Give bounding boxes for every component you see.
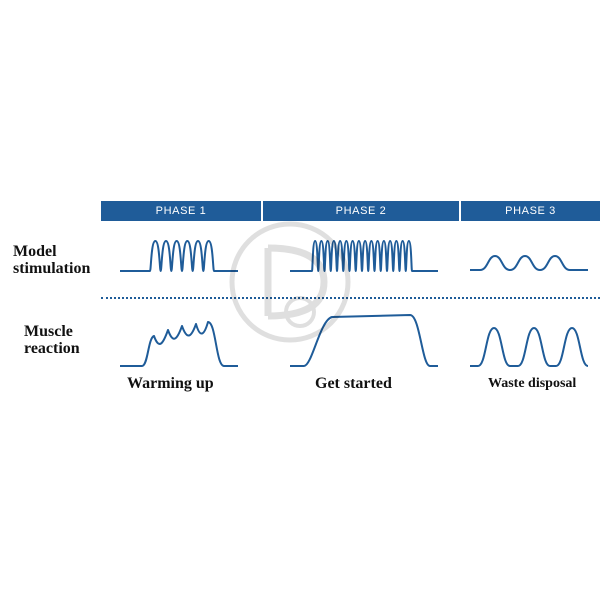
phase-1-reaction-path	[120, 321, 238, 367]
phase-3-header: PHASE 3	[461, 201, 600, 221]
phase-2-stimulation-wave	[290, 240, 438, 272]
phase-3-reaction-path	[470, 327, 589, 367]
muscle-reaction-label-line1: Muscle	[24, 323, 73, 340]
model-stimulation-label: Model stimulation	[13, 243, 90, 277]
phase-1-reaction-wave	[120, 321, 238, 367]
phase-2-stimulation-path	[290, 240, 438, 272]
phase-1-stimulation-wave	[120, 240, 238, 272]
caption-waste-disposal: Waste disposal	[488, 376, 577, 391]
caption-warming-up: Warming up	[127, 375, 214, 392]
phase-3-stimulation-path	[470, 255, 588, 271]
row-divider	[101, 297, 600, 299]
phase-2-reaction-wave	[290, 314, 438, 367]
muscle-reaction-label-line2: reaction	[24, 340, 80, 357]
model-stimulation-label-line1: Model	[13, 243, 57, 260]
phase-3-reaction-wave	[470, 327, 589, 367]
phase-3-label: PHASE 3	[505, 205, 556, 217]
model-stimulation-label-line2: stimulation	[13, 260, 91, 277]
muscle-reaction-label: Muscle reaction	[24, 323, 80, 357]
phase-2-header: PHASE 2	[263, 201, 459, 221]
phase-1-label: PHASE 1	[155, 205, 207, 217]
caption-get-started: Get started	[315, 375, 392, 392]
phase-1-header: PHASE 1	[101, 201, 261, 221]
phase-3-stimulation-wave	[470, 255, 588, 271]
dpl-beauty-watermark-logo	[229, 221, 351, 343]
phase-1-stimulation-path	[120, 240, 238, 272]
phase-2-reaction-path	[290, 314, 438, 367]
phase-2-label: PHASE 2	[335, 205, 387, 217]
